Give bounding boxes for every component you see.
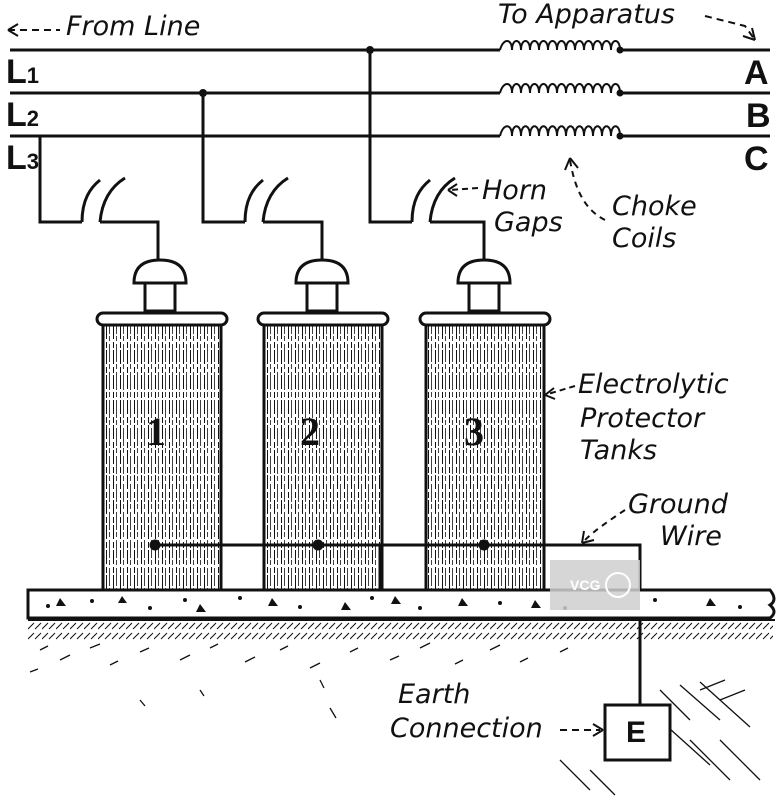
lead-1 — [100, 220, 160, 262]
ground-wire-label-1: Ground — [628, 489, 728, 520]
choke-coil-b — [499, 83, 621, 94]
line-l3-label: L3 — [6, 139, 40, 177]
protector-label-1: Electrolytic — [578, 369, 729, 400]
horn-gap-2-right — [261, 176, 289, 223]
tank-3-number: 3 — [464, 409, 484, 454]
ground-wire-arrow — [584, 509, 626, 541]
line-a-label: A — [744, 54, 769, 92]
floor-slab — [26, 588, 776, 642]
choke-coils-arrow — [569, 159, 606, 221]
soil — [28, 620, 773, 642]
choke-coils-label-1: Choke — [612, 191, 697, 222]
tank-2-number: 2 — [300, 409, 320, 454]
horn-gap-3-right — [428, 176, 456, 223]
tank-2 — [256, 258, 390, 592]
line-wires — [10, 46, 770, 140]
earth-box-label: E — [626, 716, 647, 749]
line-l1-label: L1 — [6, 53, 40, 91]
lead-2 — [263, 220, 324, 262]
earth-connection-label-2: Connection — [390, 713, 543, 744]
line-b-label: B — [746, 97, 771, 135]
choke-coils-label-2: Coils — [612, 223, 677, 254]
earth-connection — [603, 618, 672, 762]
horn-gap-1-right — [98, 176, 126, 223]
earth-box — [603, 703, 672, 762]
horn-gaps-label-1: Horn — [482, 175, 548, 206]
horn-gap-1-left — [80, 178, 101, 223]
drop-wire-2 — [201, 93, 245, 224]
protector-label-3: Tanks — [580, 435, 658, 466]
protector-label-2: Protector — [580, 403, 705, 434]
choke-coils — [499, 40, 621, 137]
from-line-label: From Line — [66, 11, 201, 42]
drop-wire-3 — [368, 50, 412, 224]
drop-wire-1 — [38, 136, 82, 224]
slab-aggregate — [46, 596, 742, 612]
soil-marks — [29, 642, 761, 796]
horn-gap-3-left — [410, 178, 431, 223]
line-c-label: C — [744, 140, 769, 178]
horn-gap-assemblies — [38, 50, 486, 262]
choke-coil-c — [499, 125, 621, 137]
horn-gaps-arrow — [449, 187, 479, 191]
protector-arrow — [547, 385, 576, 395]
lead-3 — [430, 220, 486, 262]
choke-coil-a — [499, 40, 621, 51]
watermark-text: VCG — [570, 577, 601, 593]
watermark-logo — [550, 560, 640, 610]
to-apparatus-label: To Apparatus — [498, 0, 675, 30]
tank-1-number: 1 — [146, 409, 166, 454]
label-arrows — [7, 15, 756, 737]
ground-wire-label-2: Wire — [660, 521, 722, 552]
line-l2-label: L2 — [6, 96, 40, 134]
earth-connection-label-1: Earth — [398, 679, 471, 710]
to-apparatus-arrow — [704, 15, 756, 41]
horn-gaps-label-2: Gaps — [494, 207, 563, 238]
horn-gap-2-left — [243, 178, 264, 223]
